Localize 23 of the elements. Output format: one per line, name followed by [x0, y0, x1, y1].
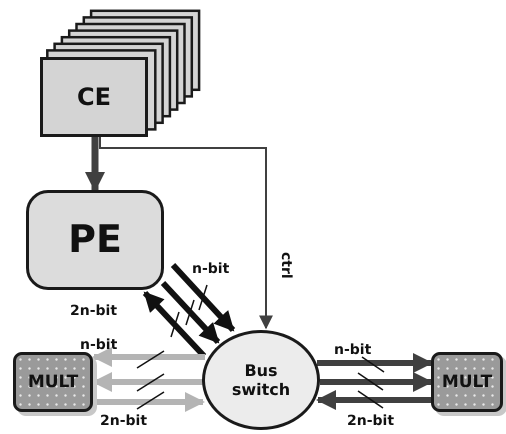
bus-width-label: n-bit: [192, 262, 230, 276]
arrow: [99, 137, 273, 330]
node-label: CE: [76, 82, 111, 112]
process-box: [26, 190, 164, 290]
arrow: [170, 262, 236, 332]
arrow: [320, 372, 433, 392]
bus-width-label: 2n-bit: [347, 414, 394, 428]
process-box: [40, 57, 148, 137]
bus-width-label: n-bit: [334, 343, 372, 357]
bus-width-label: n-bit: [80, 338, 118, 352]
bus-width-label: 2n-bit: [100, 414, 148, 428]
arrow: [316, 390, 431, 410]
node-label: PE: [68, 217, 122, 263]
bus-width-label: 2n-bit: [70, 304, 118, 318]
edge-label: ctrl: [279, 252, 293, 279]
arrow: [160, 280, 220, 344]
node-label: MULT: [442, 372, 492, 392]
arrow: [317, 353, 433, 373]
node-label: Bus switch: [230, 360, 292, 400]
arrow: [92, 347, 205, 367]
node-label: MULT: [28, 372, 78, 392]
arrow: [85, 137, 105, 192]
arrow: [95, 392, 205, 412]
